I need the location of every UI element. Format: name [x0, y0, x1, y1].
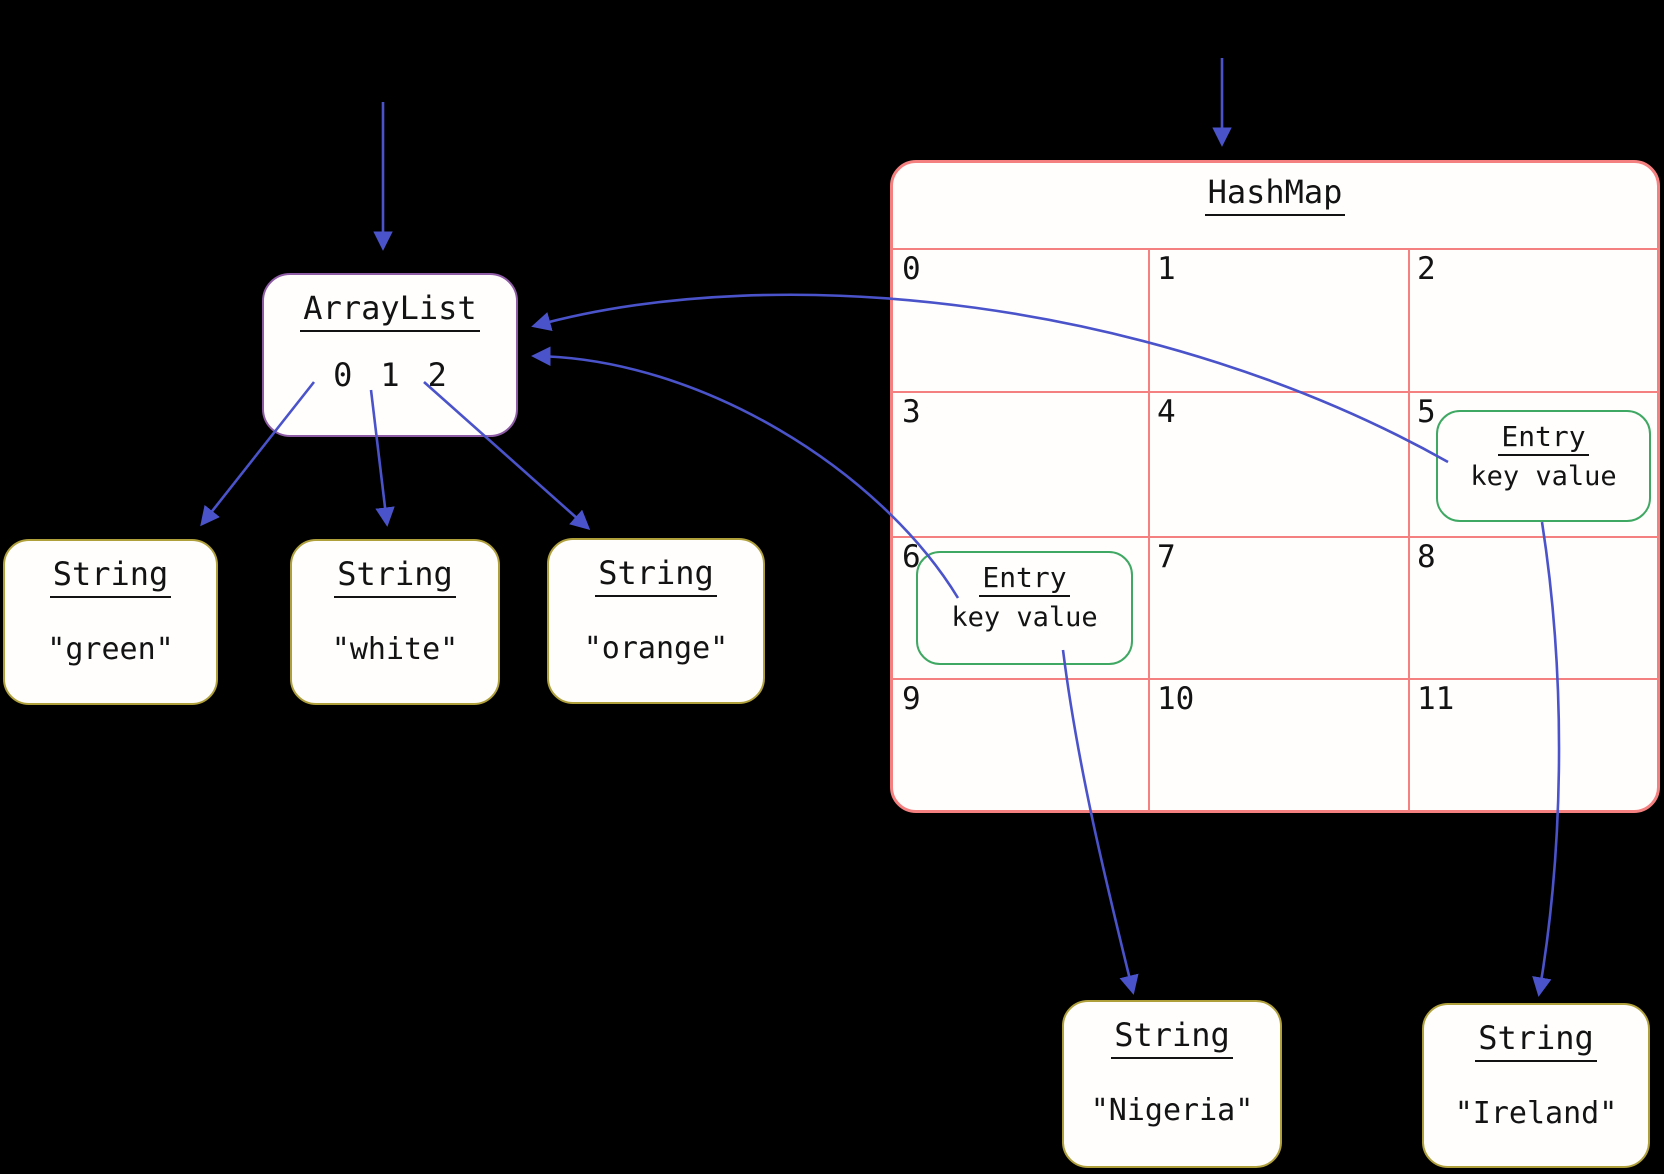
bucket-label-4: 4 [1157, 394, 1176, 430]
arraylist-index-0: 0 [333, 355, 353, 394]
arraylist-title: ArrayList [300, 289, 480, 332]
bucket-label-5: 5 [1417, 394, 1436, 430]
grid-line [893, 678, 1657, 680]
string-value: "Nigeria" [1090, 1092, 1254, 1128]
string-title-text: String [1111, 1018, 1233, 1059]
string-title-text: String [49, 557, 172, 598]
arraylist-title-text: ArrayList [300, 291, 480, 332]
grid-line [893, 248, 1657, 250]
hashmap-node: HashMap 0 1 2 3 4 5 6 7 8 9 10 11 Entry … [890, 160, 1660, 813]
string-node-nigeria: String "Nigeria" [1062, 1000, 1282, 1168]
string-node-white: String "white" [290, 539, 500, 705]
bucket-label-11: 11 [1417, 681, 1455, 717]
entry-fields: key value [1470, 461, 1617, 493]
string-title-text: String [334, 557, 456, 598]
entry-title: Entry [979, 561, 1070, 598]
bucket-label-8: 8 [1417, 539, 1436, 575]
bucket-label-1: 1 [1157, 251, 1176, 287]
bucket-label-7: 7 [1157, 539, 1176, 575]
arraylist-index-2: 2 [427, 355, 447, 394]
arraylist-index-1: 1 [380, 355, 400, 394]
string-value: "green" [47, 631, 174, 667]
arraylist-indices: 0 1 2 [333, 356, 447, 394]
bucket-label-10: 10 [1157, 681, 1195, 717]
bucket-label-2: 2 [1417, 251, 1436, 287]
grid-line [1408, 248, 1410, 810]
grid-line [1148, 248, 1150, 810]
hashmap-title: HashMap [1204, 173, 1346, 216]
string-title: String [1475, 1019, 1597, 1062]
string-value: "white" [331, 631, 459, 667]
bucket-label-9: 9 [902, 681, 921, 717]
entry-node-bucket6: Entry key value [916, 551, 1133, 665]
string-node-green: String "green" [3, 539, 218, 705]
string-node-ireland: String "Ireland" [1422, 1003, 1650, 1168]
entry-fields: key value [951, 602, 1098, 634]
entry-node-bucket5: Entry key value [1436, 410, 1651, 522]
bucket-label-3: 3 [902, 394, 921, 430]
grid-line [893, 536, 1657, 538]
string-title-text: String [595, 556, 717, 597]
string-title-text: String [1475, 1021, 1597, 1062]
string-title: String [49, 555, 172, 598]
entry-title-text: Entry [979, 563, 1070, 598]
string-title: String [1111, 1016, 1233, 1059]
bucket-label-0: 0 [902, 251, 921, 287]
grid-line [893, 391, 1657, 393]
hashmap-title-text: HashMap [1204, 175, 1346, 216]
string-node-orange: String "orange" [547, 538, 765, 704]
arraylist-node: ArrayList 0 1 2 [262, 273, 518, 437]
string-title: String [334, 555, 456, 598]
string-value: "Ireland" [1454, 1095, 1618, 1131]
string-title: String [595, 554, 717, 597]
entry-title: Entry [1498, 420, 1589, 457]
entry-title-text: Entry [1498, 422, 1589, 457]
string-value: "orange" [583, 630, 729, 666]
